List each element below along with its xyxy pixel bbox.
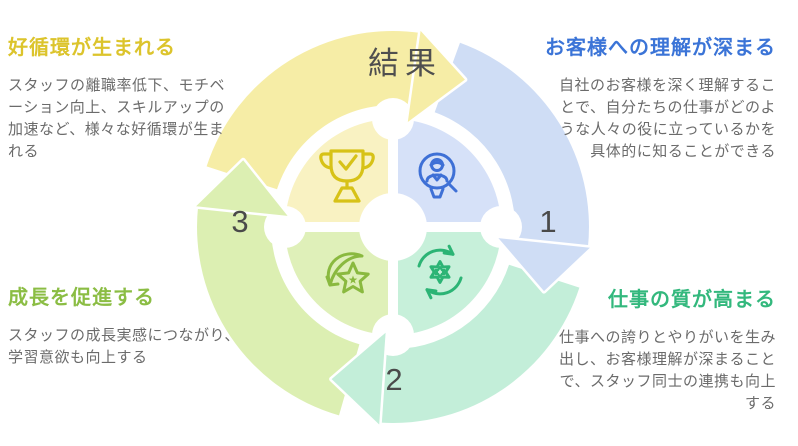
- body-line: スタッフの成長実感につながり、: [8, 327, 240, 344]
- step-number-1: 1: [539, 204, 557, 239]
- arrowhead-teal: [329, 330, 389, 427]
- body-line: 仕事への誇りとやりがいを生み: [558, 329, 776, 346]
- arrowhead-green: [193, 157, 291, 219]
- body-line: うな人々の役に立っているかを: [559, 121, 776, 138]
- callout-promote-growth: 成長を促進する スタッフの成長実感につながり、 学習意欲も向上する: [8, 286, 268, 369]
- star-growth-icon: [325, 252, 370, 294]
- callout-work-quality-body: 仕事への誇りとやりがいを生み 出し、お客様理解が深まること で、スタッフ同士の連…: [516, 327, 776, 415]
- body-line: スタッフの離職率低下、モチベ: [8, 77, 226, 94]
- quadrant-blue: [398, 119, 501, 222]
- trophy-check-icon: [319, 149, 375, 203]
- body-line: とで、自分たちの仕事がどのよ: [560, 99, 776, 116]
- callout-good-cycle-body: スタッフの離職率低下、モチベ ーション向上、スキルアップの 加速など、様々な好循…: [8, 75, 258, 163]
- cycle-band-teal: [379, 264, 580, 423]
- result-label: 結果: [368, 46, 442, 81]
- arrowhead-yellow: [405, 28, 468, 125]
- callout-promote-growth-body: スタッフの成長実感につながり、 学習意欲も向上する: [8, 325, 268, 369]
- quadrant-yellow: [285, 119, 388, 222]
- body-line: で、スタッフ同士の連携も向上: [559, 373, 776, 390]
- step-number-3: 3: [231, 204, 249, 239]
- body-line: する: [744, 395, 776, 412]
- notch-north: [372, 98, 414, 140]
- step-number-2: 2: [385, 362, 403, 397]
- callout-work-quality-heading: 仕事の質が高まる: [608, 289, 776, 311]
- body-line: 具体的に知ることができる: [590, 143, 776, 160]
- cycle-diagram: [193, 28, 593, 427]
- gear-cycle-icon: [417, 244, 463, 300]
- cycle-band-green: [197, 206, 360, 416]
- body-line: 出し、お客様理解が深まること: [558, 351, 776, 368]
- arrowhead-blue: [495, 235, 593, 294]
- callout-good-cycle: 好循環が生まれる スタッフの離職率低下、モチベ ーション向上、スキルアップの 加…: [8, 36, 258, 163]
- body-line: れる: [8, 143, 40, 160]
- cycle-band-yellow: [206, 30, 421, 190]
- cycle-band-blue: [434, 42, 589, 248]
- callout-work-quality: 仕事の質が高まる 仕事への誇りとやりがいを生み 出し、お客様理解が深まること で…: [516, 288, 776, 415]
- callout-customer-understanding-body: 自社のお客様を深く理解するこ とで、自分たちの仕事がどのよ うな人々の役に立って…: [516, 75, 776, 163]
- callout-customer-understanding: お客様への理解が深まる 自社のお客様を深く理解するこ とで、自分たちの仕事がどの…: [516, 36, 776, 163]
- body-line: 学習意欲も向上する: [8, 349, 148, 366]
- callout-customer-understanding-heading: お客様への理解が深まる: [545, 37, 776, 59]
- body-line: ーション向上、スキルアップの: [8, 99, 225, 116]
- callout-good-cycle-heading: 好循環が生まれる: [8, 37, 176, 59]
- callout-promote-growth-heading: 成長を促進する: [8, 287, 155, 309]
- body-line: 自社のお客様を深く理解するこ: [558, 77, 776, 94]
- customer-magnifier-icon: [418, 152, 458, 199]
- body-line: 加速など、様々な好循環が生ま: [8, 121, 225, 138]
- center-hub: [359, 193, 427, 261]
